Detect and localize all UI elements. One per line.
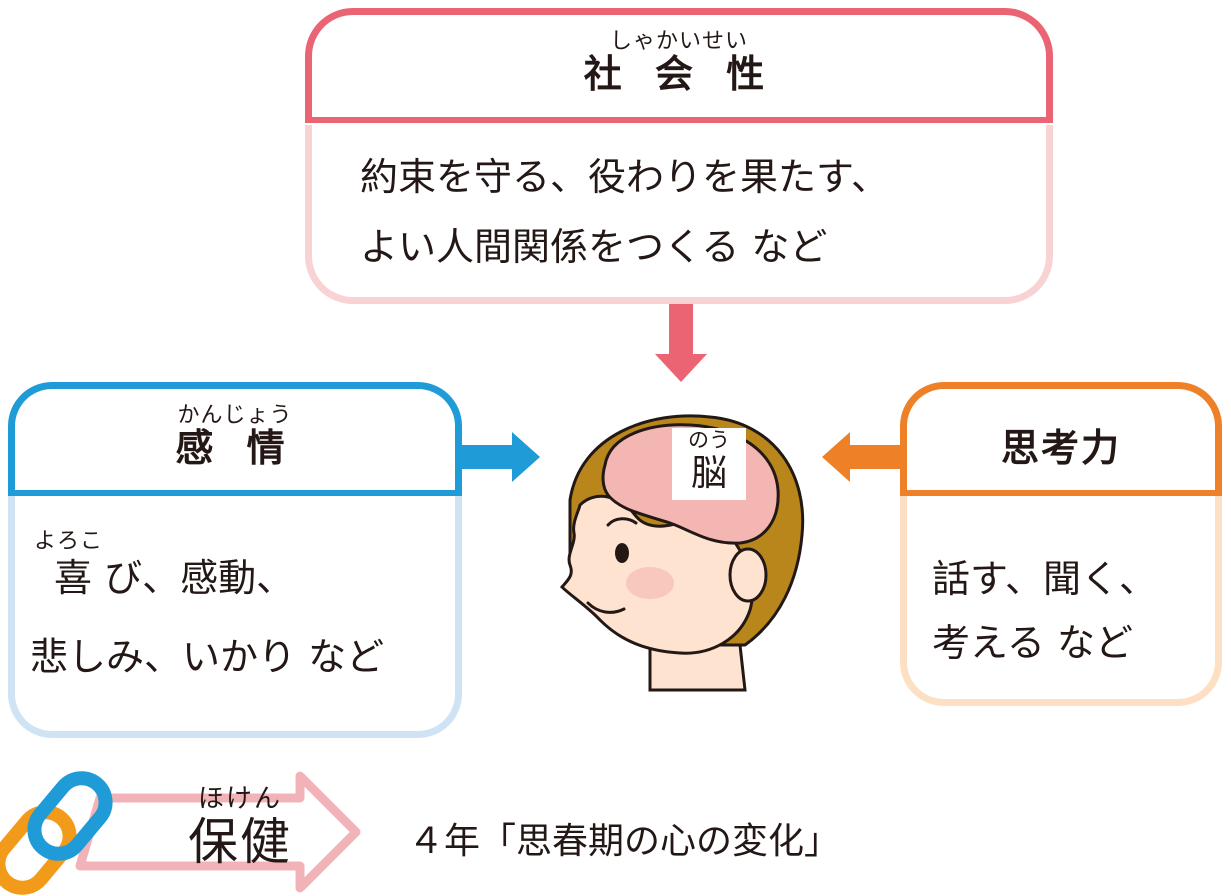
- emotion-text-line2: 悲しみ、いかり など: [30, 635, 385, 679]
- hoken-ruby: ほけん: [197, 784, 282, 814]
- hoken-label: ほけん 保健: [170, 784, 310, 870]
- emotion-box-header: [8, 382, 462, 496]
- emotion-line1-ruby: よろこ: [34, 529, 104, 554]
- social-box-divider: [305, 117, 1053, 123]
- social-text-line2: よい人間関係をつくる など: [360, 225, 828, 269]
- emotion-ruby: かんじょう: [177, 403, 293, 428]
- social-arrow: [655, 304, 707, 382]
- thinking-text-line2: 考える など: [932, 621, 1133, 665]
- eye: [615, 543, 629, 563]
- thinking-box-body: [900, 496, 1222, 706]
- thinking-box-divider: [900, 490, 1222, 496]
- thinking-title: 思考力: [1000, 426, 1121, 470]
- social-ruby: しゃかいせい: [609, 29, 748, 54]
- emotion-text-line1-wrap: よろこ 喜 び、感動、: [24, 530, 294, 602]
- reference-text: ４年「思春期の心の変化」: [408, 821, 841, 862]
- link-arrow: [75, 771, 361, 893]
- emotion-text-line1: 喜 び、感動、: [54, 556, 295, 600]
- link-graphic: [0, 771, 361, 895]
- thinking-heading: 思考力: [900, 428, 1222, 468]
- social-title: 社 会 性: [583, 52, 775, 96]
- thinking-text-line1: 話す、聞く、: [932, 557, 1157, 601]
- ear: [728, 547, 768, 603]
- emotion-box-body: [8, 496, 462, 738]
- brain-ruby: のう: [688, 428, 730, 452]
- emotion-heading: かんじょう 感 情: [8, 403, 462, 470]
- social-heading: しゃかいせい 社 会 性: [305, 29, 1053, 96]
- hoken-text: 保健: [188, 813, 292, 871]
- thinking-box-header: [900, 382, 1222, 496]
- cheek: [626, 567, 674, 599]
- emotion-arrow: [462, 432, 540, 482]
- brain-label: のう 脳: [672, 428, 746, 500]
- mouth: [586, 601, 626, 614]
- brain-text: 脳: [690, 453, 727, 494]
- emotion-box-divider: [8, 490, 462, 496]
- chain-link-icon: [0, 771, 113, 895]
- thinking-arrow: [822, 432, 900, 482]
- eyebrow: [606, 517, 638, 527]
- social-box-header: [305, 8, 1053, 122]
- social-text-line1: 約束を守る、役わりを果たす、: [360, 155, 889, 199]
- social-box-body: [305, 125, 1053, 304]
- emotion-title: 感 情: [175, 426, 295, 470]
